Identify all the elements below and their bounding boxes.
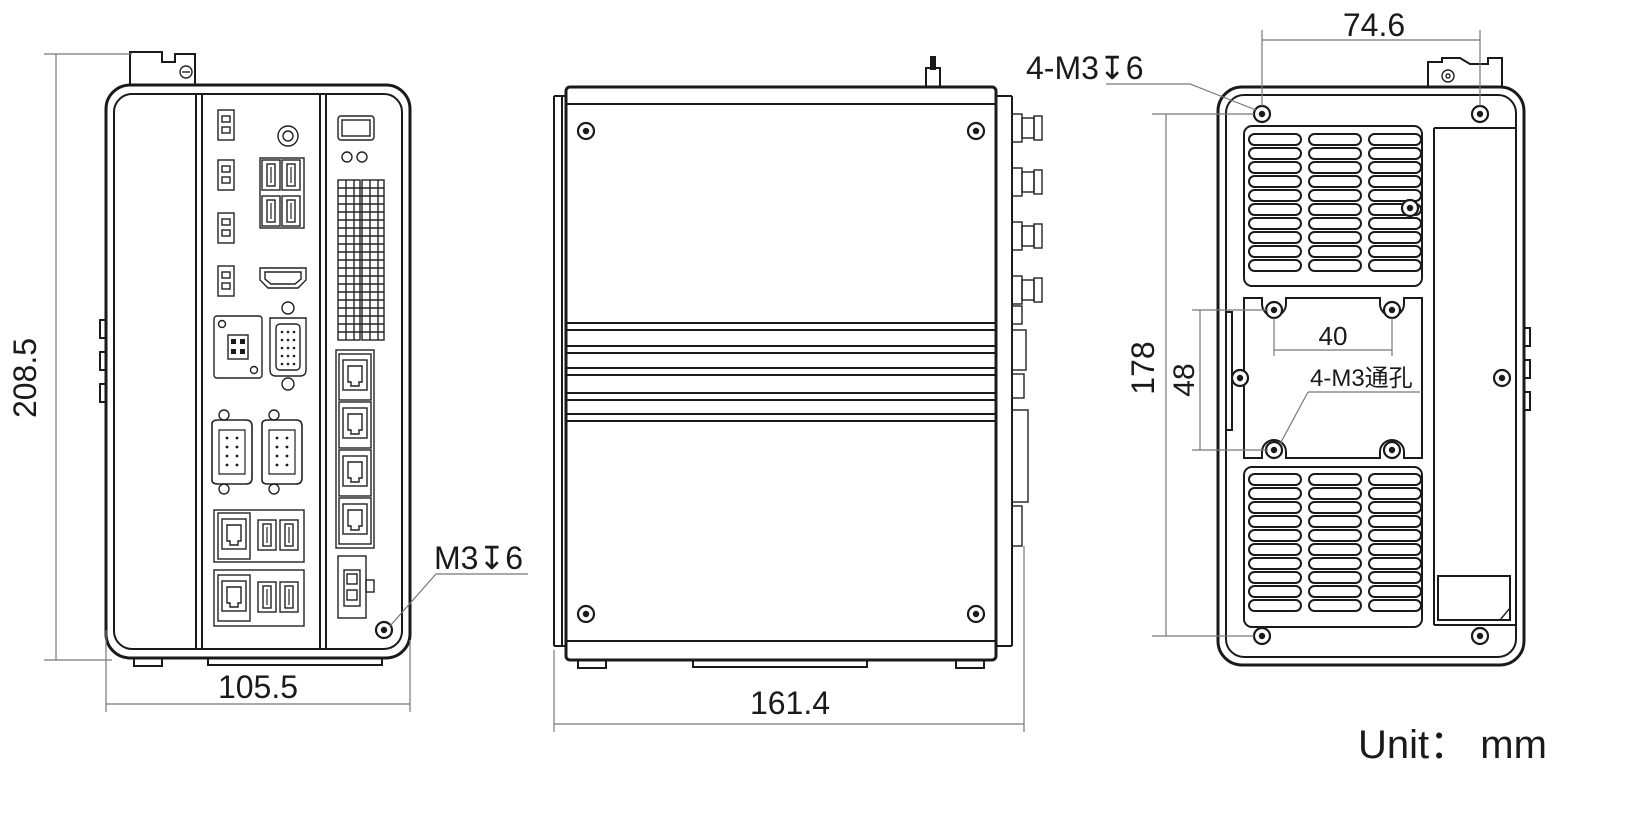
front-view	[99, 51, 412, 667]
rear-bottom-vents	[1248, 473, 1422, 612]
front-screw-callout: M3↧6	[434, 540, 523, 576]
rear-top-vents	[1248, 133, 1422, 272]
front-rj45-column	[335, 349, 375, 549]
front-terminal-blocks	[337, 179, 385, 341]
front-usb-stack	[259, 157, 305, 229]
front-width-label: 105.5	[218, 669, 298, 705]
front-small-connectors	[217, 109, 235, 297]
side-right-connectors	[1011, 113, 1043, 547]
side-grooves	[566, 322, 996, 422]
front-height-label: 208.5	[7, 338, 43, 418]
bracket-height-label: 48	[1168, 363, 1201, 396]
front-vga	[269, 301, 307, 391]
side-view	[553, 56, 1043, 669]
bracket-holes-callout: 4-M3通孔	[1310, 365, 1413, 392]
rear-holes-callout: 4-M3↧6	[1026, 50, 1144, 86]
bracket-width-label: 40	[1319, 321, 1348, 351]
unit-label: Unit： mm	[1358, 723, 1547, 767]
rear-top-spacing-label: 74.6	[1343, 7, 1405, 43]
rear-vertical-spacing-label: 178	[1125, 341, 1161, 394]
side-width-label: 161.4	[750, 685, 830, 721]
front-lan-usb-groups	[213, 509, 305, 627]
dimension-lines	[44, 30, 1481, 732]
rear-view	[1216, 57, 1531, 667]
